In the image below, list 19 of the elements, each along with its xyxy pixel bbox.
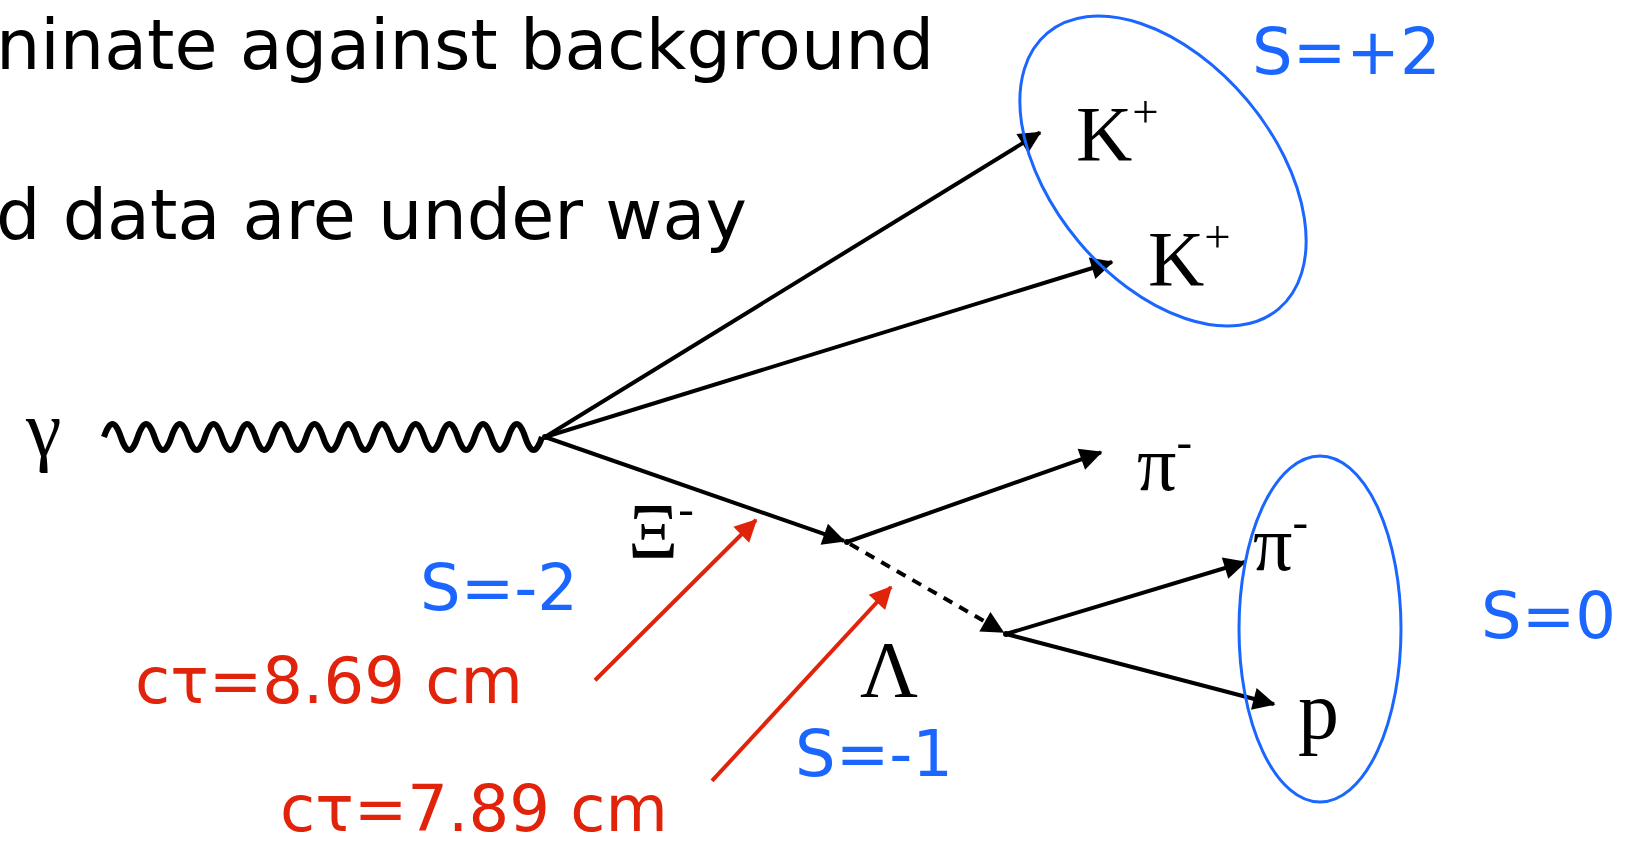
particle-label: π$^{-}$ <box>1137 425 1192 503</box>
particle-label: cτ=8.69 cm <box>135 649 523 713</box>
strangeness-label: S=-1 <box>795 722 954 786</box>
particle-label: Ξ$^{-}$ <box>628 492 694 570</box>
arrow <box>849 542 1005 634</box>
particle-label: K$^{+}$ <box>1076 95 1159 173</box>
vertex-dot <box>1003 631 1009 637</box>
particle-label: K$^{+}$ <box>1148 220 1231 298</box>
leader-arrow <box>710 585 893 783</box>
wavy-line <box>101 421 545 453</box>
particle-label: Λ <box>860 630 918 710</box>
particle-label: π$^{-}$ <box>1253 505 1308 583</box>
vertex-dot <box>542 434 548 440</box>
particle-label: cτ=7.89 cm <box>280 777 668 841</box>
group-label: S=+2 <box>1252 20 1441 84</box>
vertex-dot <box>844 539 850 545</box>
group-label: S=0 <box>1481 584 1616 648</box>
leader-arrow <box>593 518 758 682</box>
strangeness-label: S=-2 <box>420 556 579 620</box>
